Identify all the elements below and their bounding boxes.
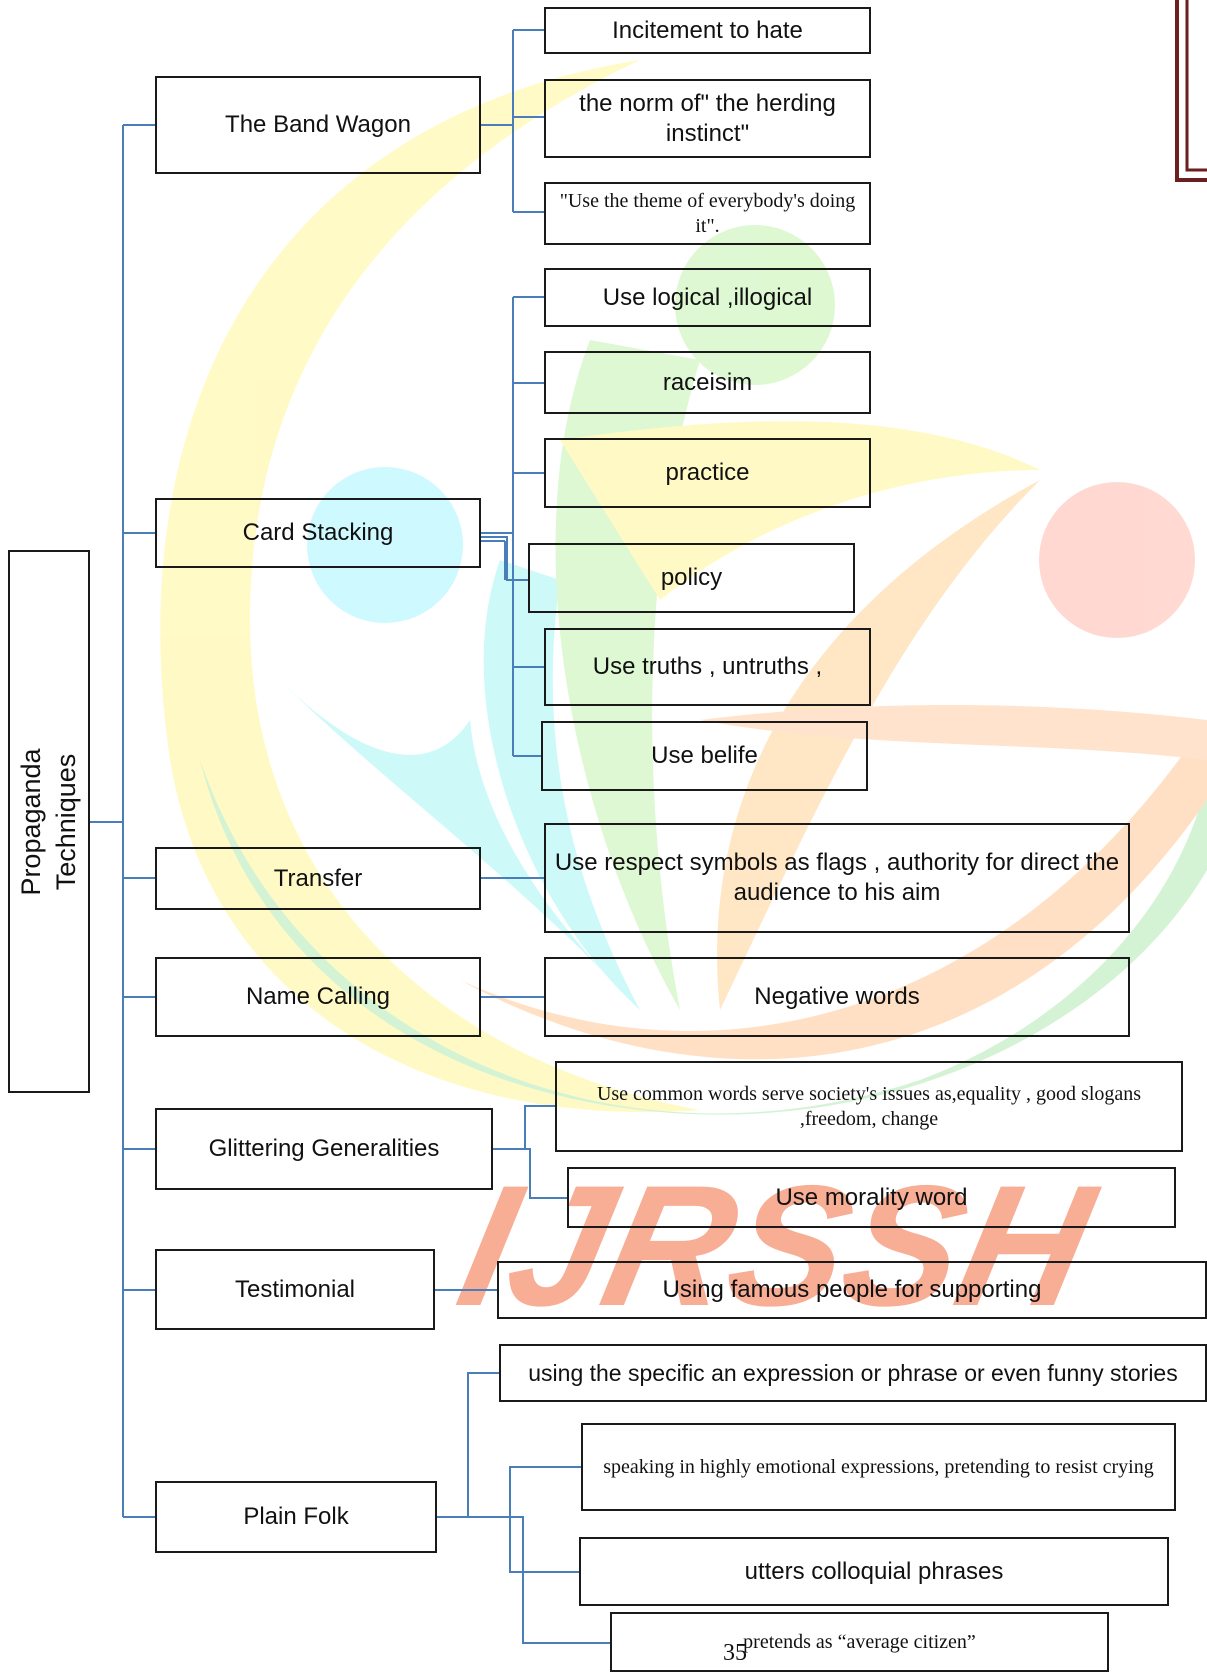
watermark-text: IJRSSH	[445, 1150, 1110, 1342]
leaf-card-stacking-3: practice	[544, 438, 871, 508]
node-card-stacking: Card Stacking	[155, 498, 481, 568]
leaf-card-stacking-6: Use belife	[541, 721, 868, 791]
leaf-band-wagon-2: the norm of" the herding instinct"	[544, 79, 871, 158]
watermark-cyan-circle	[307, 467, 463, 623]
leaf-card-stacking-2: raceisim	[544, 351, 871, 414]
root-label: Propaganda Techniques	[14, 748, 84, 895]
node-name-calling: Name Calling	[155, 957, 481, 1037]
connector-plainfolk	[436, 1372, 611, 1644]
connector-cardstacking-c	[480, 540, 506, 580]
node-glittering-generalities: Glittering Generalities	[155, 1108, 493, 1190]
root-label-line2: Techniques	[51, 753, 81, 890]
watermark-cyan-stem	[483, 560, 640, 1010]
leaf-plain-folk-3: utters colloquial phrases	[579, 1537, 1169, 1606]
leaf-plain-folk-1: using the specific an expression or phra…	[499, 1344, 1207, 1402]
node-transfer: Transfer	[155, 847, 481, 910]
page-frame-corner	[1175, 0, 1207, 182]
leaf-testimonial-1: Using famous people for supporting	[497, 1261, 1207, 1319]
watermark-orange-band	[700, 705, 1207, 760]
page-number: 35	[723, 1640, 747, 1666]
watermark-green-circle	[675, 225, 835, 385]
leaf-band-wagon-1: Incitement to hate	[544, 7, 871, 54]
node-plain-folk: Plain Folk	[155, 1481, 437, 1553]
leaf-transfer-1: Use respect symbols as flags , authority…	[544, 823, 1130, 933]
root-node-propaganda-techniques: Propaganda Techniques	[8, 550, 90, 1093]
leaf-card-stacking-5: Use truths , untruths ,	[544, 628, 871, 706]
leaf-glittering-1: Use common words serve society's issues …	[555, 1061, 1183, 1152]
watermark-cyan-leaf	[280, 680, 640, 1010]
watermark-orange-swoosh	[460, 720, 1207, 1060]
watermark-salmon-circle	[1039, 482, 1195, 638]
watermark-yellow-arc	[160, 60, 700, 1113]
leaf-card-stacking-4: policy	[528, 543, 855, 613]
watermark-yellow-leaf	[560, 421, 1040, 600]
leaf-band-wagon-3: "Use the theme of everybody's doing it".	[544, 182, 871, 245]
connector-glittering	[492, 1105, 568, 1199]
node-band-wagon: The Band Wagon	[155, 76, 481, 174]
node-testimonial: Testimonial	[155, 1249, 435, 1330]
connector-bandwagon	[480, 29, 545, 213]
connector-cardstacking-b	[480, 536, 530, 581]
leaf-glittering-2: Use morality word	[567, 1167, 1176, 1228]
leaf-name-calling-1: Negative words	[544, 957, 1130, 1037]
leaf-plain-folk-2: speaking in highly emotional expressions…	[581, 1423, 1176, 1511]
root-label-line1: Propaganda	[15, 747, 46, 896]
leaf-card-stacking-1: Use logical ,illogical	[544, 268, 871, 327]
watermark-orange-leaf	[717, 480, 1040, 1010]
leaf-plain-folk-4: pretends as “average citizen”	[610, 1612, 1109, 1672]
connector-cardstacking-a	[480, 296, 545, 757]
